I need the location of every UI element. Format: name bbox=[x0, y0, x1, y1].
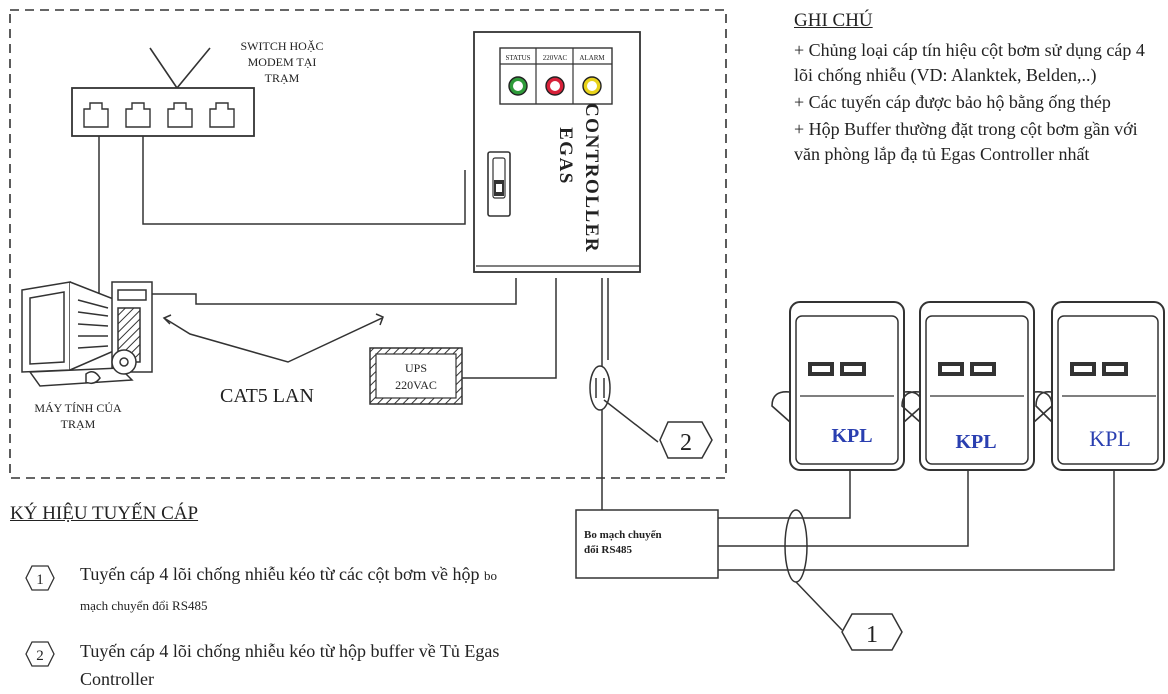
marker-1-icon bbox=[841, 613, 903, 651]
lan-cables bbox=[98, 136, 517, 363]
fuel-pump-2 bbox=[901, 301, 1053, 471]
note-item-2: + Các tuyến cáp được bảo hộ bằng ống thé… bbox=[794, 92, 1111, 112]
pump-1-brand: KPL bbox=[831, 425, 872, 447]
rs485-main-cable bbox=[589, 278, 659, 510]
switch-device bbox=[71, 47, 255, 137]
computer-label-2: TRẠM bbox=[61, 417, 96, 431]
legend-marker-1-label: 1 bbox=[36, 572, 44, 588]
indicator-label-220vac: 220VAC bbox=[543, 54, 568, 62]
pump-3-brand: KPL bbox=[1089, 426, 1131, 451]
legend-marker-1-icon bbox=[25, 565, 55, 591]
indicator-label-alarm: ALARM bbox=[579, 54, 605, 62]
note-item-3: + Hộp Buffer thường đặt trong cột bơm gầ… bbox=[794, 119, 1138, 164]
notes-panel: GHI CHÚ + Chủng loại cáp tín hiệu cột bơ… bbox=[794, 10, 1164, 169]
ethernet-port-icon bbox=[83, 102, 235, 128]
switch-label-2: MODEM TẠI bbox=[248, 55, 317, 69]
converter-label-1: Bo mạch chuyển bbox=[584, 529, 662, 541]
ups-power-line bbox=[462, 278, 557, 379]
converter-label-2: đổi RS485 bbox=[584, 544, 632, 556]
legend-row-1: Tuyến cáp 4 lõi chống nhiễu kéo từ các c… bbox=[80, 560, 500, 620]
switch-label-3: TRẠM bbox=[265, 71, 300, 85]
legend-row-1-text: Tuyến cáp 4 lõi chống nhiễu kéo từ các c… bbox=[80, 564, 480, 584]
cabinet-handle-icon bbox=[487, 151, 511, 217]
legend-marker-2-label: 2 bbox=[36, 648, 44, 664]
station-boundary bbox=[9, 9, 727, 479]
computer-icon bbox=[21, 281, 153, 387]
legend-row-2-text: Tuyến cáp 4 lõi chống nhiễu kéo từ hộp b… bbox=[80, 641, 500, 689]
ups-label-1: UPS bbox=[405, 361, 427, 375]
ups-box bbox=[369, 347, 463, 405]
note-item-1: + Chủng loại cáp tín hiệu cột bơm sử dụn… bbox=[794, 40, 1145, 85]
ups-label-2: 220VAC bbox=[395, 378, 437, 392]
indicator-label-status: STATUS bbox=[505, 54, 530, 62]
legend-marker-2-icon bbox=[25, 641, 55, 667]
pump-2-brand: KPL bbox=[955, 431, 996, 453]
switch-label-1: SWITCH HOẶC bbox=[241, 39, 324, 53]
pump-cables bbox=[718, 470, 1115, 631]
computer-label-1: MÁY TÍNH CỦA bbox=[34, 401, 122, 415]
fuel-pump-3 bbox=[1035, 301, 1165, 471]
marker-2-icon bbox=[659, 421, 713, 459]
rs485-converter bbox=[575, 509, 719, 579]
controller-label-2: CONTROLLER bbox=[581, 103, 602, 253]
controller-label-1: EGAS bbox=[555, 127, 576, 185]
notes-title: GHI CHÚ bbox=[794, 10, 873, 31]
legend-row-1-small: bo mạch chuyển đổi RS485 bbox=[80, 568, 498, 613]
lan-label: CAT5 LAN bbox=[220, 385, 314, 407]
marker-1-label: 1 bbox=[866, 622, 878, 648]
egas-controller: STATUS 220VAC ALARM EGAS CONTROLLER bbox=[473, 31, 641, 273]
marker-2-label: 2 bbox=[680, 430, 692, 456]
legend-title: KÝ HIỆU TUYẾN CÁP bbox=[10, 503, 199, 524]
fuel-pump-1 bbox=[771, 301, 923, 471]
legend-row-2: Tuyến cáp 4 lõi chống nhiễu kéo từ hộp b… bbox=[80, 637, 500, 693]
